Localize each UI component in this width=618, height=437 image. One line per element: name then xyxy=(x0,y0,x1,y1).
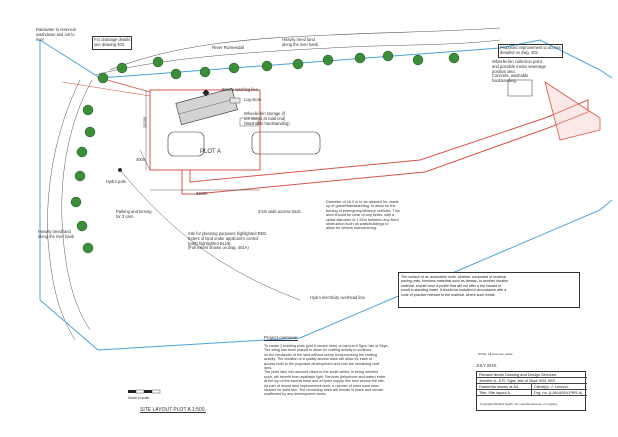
log-store-shape xyxy=(229,97,241,104)
tree-icon xyxy=(76,220,88,232)
title-block-drawing-title: Title: Site layout A. xyxy=(477,390,532,396)
title-block-table: Richard Neath Drawing and Design Service… xyxy=(476,371,587,411)
label-proposed-improvement: Proposed improvement to access detailed … xyxy=(498,44,563,58)
label-log-store: Log-store. xyxy=(244,97,263,102)
site-layout-title: SITE LAYOUT PLOT A 1:500. xyxy=(140,407,206,413)
dimension-330: 33000 xyxy=(196,191,208,196)
label-rotary-line: Rotary washing line. xyxy=(222,87,259,92)
label-treed-left: Heavily treed land along the river bank. xyxy=(38,229,76,239)
plot-a-site-boundary xyxy=(149,89,261,171)
label-drainage: For drainage details see drawing 404. xyxy=(92,36,133,50)
improvement-area-box xyxy=(507,79,533,97)
tree-icon xyxy=(322,54,334,66)
tree-icon xyxy=(261,60,273,72)
tree-icon xyxy=(84,126,96,138)
tree-icon xyxy=(116,62,128,74)
tree-icon xyxy=(354,52,366,64)
tree-icon xyxy=(97,72,109,84)
title-block-date: JULY 2018. xyxy=(476,363,498,368)
tree-icon xyxy=(292,58,304,70)
tree-icon xyxy=(412,54,424,66)
turning-area xyxy=(251,131,321,155)
tree-icon xyxy=(74,170,86,182)
house-building xyxy=(175,88,238,126)
label-rainwater: Rainwater to reservoir washdown and out … xyxy=(36,27,77,42)
title-block-scale: Drawn/As shown at A3. xyxy=(477,384,532,390)
title-block-copyright: Copyright Richard Neath. No unauthorised… xyxy=(480,402,558,406)
label-hydro-pole: Hydro pole. xyxy=(106,179,127,184)
title-block-client: Client(s): J. Lennon. xyxy=(532,384,587,390)
tree-icon xyxy=(228,62,240,74)
rotary-line-shape xyxy=(202,89,210,97)
note-small: NOTE: All sizes are noted. xyxy=(478,352,514,356)
applicant-land-boundary xyxy=(39,199,613,351)
tree-icon xyxy=(76,146,88,158)
tree-icon xyxy=(382,50,394,62)
river-bank-line xyxy=(61,79,93,331)
label-hydro-line: Hydro electricity overhead line. xyxy=(310,295,366,300)
access-track xyxy=(181,99,589,195)
label-parking: Parking and turning for 3 cars. xyxy=(116,209,152,219)
wheelie-bin-storage-shape xyxy=(239,117,259,127)
label-wheelie-collection: Wheelie-bin collection point and possibl… xyxy=(492,59,546,84)
label-access-track: 3.5m wide access track. xyxy=(258,209,302,214)
label-river-name: River Romesdal xyxy=(212,45,245,50)
label-site-planning: Site for planning purposes highlighted R… xyxy=(188,231,268,251)
tree-icon xyxy=(448,52,460,64)
scale-bar xyxy=(128,389,161,394)
tree-icon xyxy=(152,56,164,68)
title-block: JULY 2018. Richard Neath Drawing and Des… xyxy=(476,363,587,412)
tree-icon xyxy=(70,196,82,208)
label-treed-top: Heavily treed land along the river bank. xyxy=(282,37,320,47)
project-overview-title: Project overview. xyxy=(264,335,299,340)
label-wheelie-storage: Wheelie-bin storage (if not stored at ro… xyxy=(244,111,290,126)
label-diameter-note: Diameter of 18.0 m to be allowed for, ma… xyxy=(326,200,400,231)
surface-note-box: The surface of an accessible route, whet… xyxy=(398,272,580,308)
dimension-400: 4000 xyxy=(136,157,146,162)
hydro-pole-shape xyxy=(118,168,122,172)
parking-area xyxy=(167,131,205,157)
river-bank-line xyxy=(109,27,501,71)
tree-icon xyxy=(199,66,211,78)
access-track-end xyxy=(544,81,601,141)
trees-group xyxy=(70,50,460,254)
dimension-line xyxy=(139,149,151,171)
plot-a-label: PLOT A xyxy=(200,149,221,155)
river-access-line xyxy=(99,77,151,93)
tree-icon xyxy=(170,68,182,80)
tree-icon xyxy=(82,104,94,116)
title-block-company: Richard Neath Drawing and Design Service… xyxy=(477,372,587,378)
river-access-line xyxy=(61,81,151,97)
title-block-drawing-no: Drg. no. (LAN-6054-PRR-A) xyxy=(532,390,587,396)
title-block-client-address: Jennifer A. & R. Sgra, Isle of Skye IV51… xyxy=(477,378,587,384)
hydro-overhead-line xyxy=(119,169,301,301)
label-scale: Drawn to scale. xyxy=(128,396,150,400)
dimension-100: 10000 xyxy=(142,116,148,129)
river-bank-line xyxy=(47,79,81,341)
project-overview-body: To create 2 building plots (plot A shown… xyxy=(264,344,389,397)
tree-icon xyxy=(82,242,94,254)
